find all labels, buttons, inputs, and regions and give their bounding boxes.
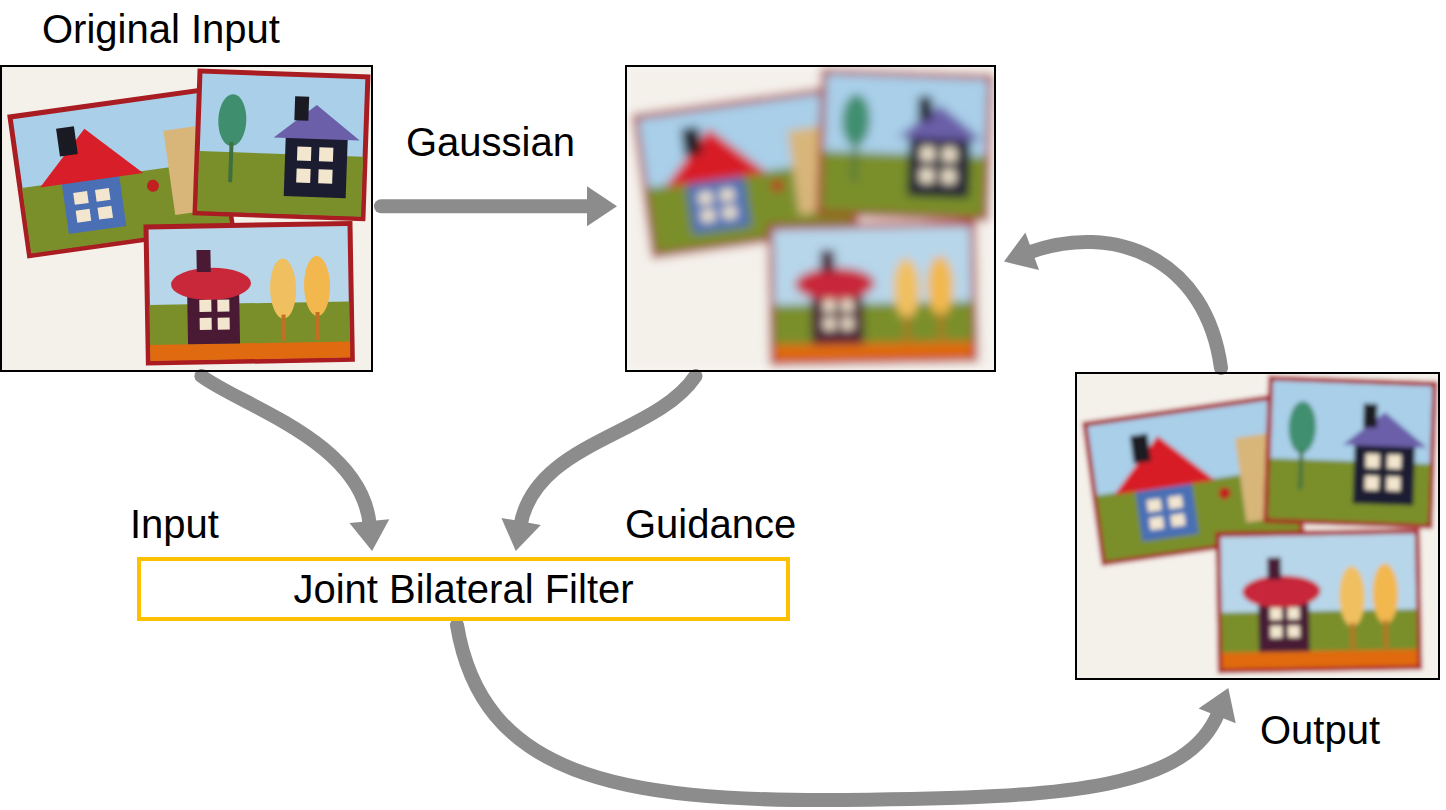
blurred-photo <box>625 65 996 372</box>
flow-arrow <box>381 186 617 226</box>
arrow-shaft <box>457 625 1219 800</box>
edge-label: Guidance <box>621 500 800 548</box>
image-caption: Original Input <box>42 5 280 53</box>
image-caption: Output <box>1260 706 1380 754</box>
arrow-head <box>501 518 540 551</box>
filtered-photo <box>1075 372 1440 680</box>
image-frame <box>625 65 996 372</box>
image-frame: Output <box>1075 372 1440 680</box>
arrow-head <box>1004 232 1039 270</box>
box-label: Joint Bilateral Filter <box>141 561 786 617</box>
image-frame: Original Input <box>0 65 373 372</box>
arrow-head <box>587 186 617 226</box>
flow-arrow <box>201 376 389 551</box>
edge-label: Gaussian <box>402 118 579 166</box>
process-box: Joint Bilateral Filter <box>137 557 790 621</box>
flow-arrow <box>457 625 1236 800</box>
edge-label: Input <box>126 500 223 548</box>
arrow-shaft <box>381 199 591 213</box>
flow-arrow <box>1004 232 1221 368</box>
arrow-head <box>1199 688 1236 723</box>
quilt-photo <box>0 65 373 372</box>
arrow-head <box>349 519 389 551</box>
arrow-shaft <box>1028 242 1221 368</box>
arrow-shaft <box>201 376 369 525</box>
